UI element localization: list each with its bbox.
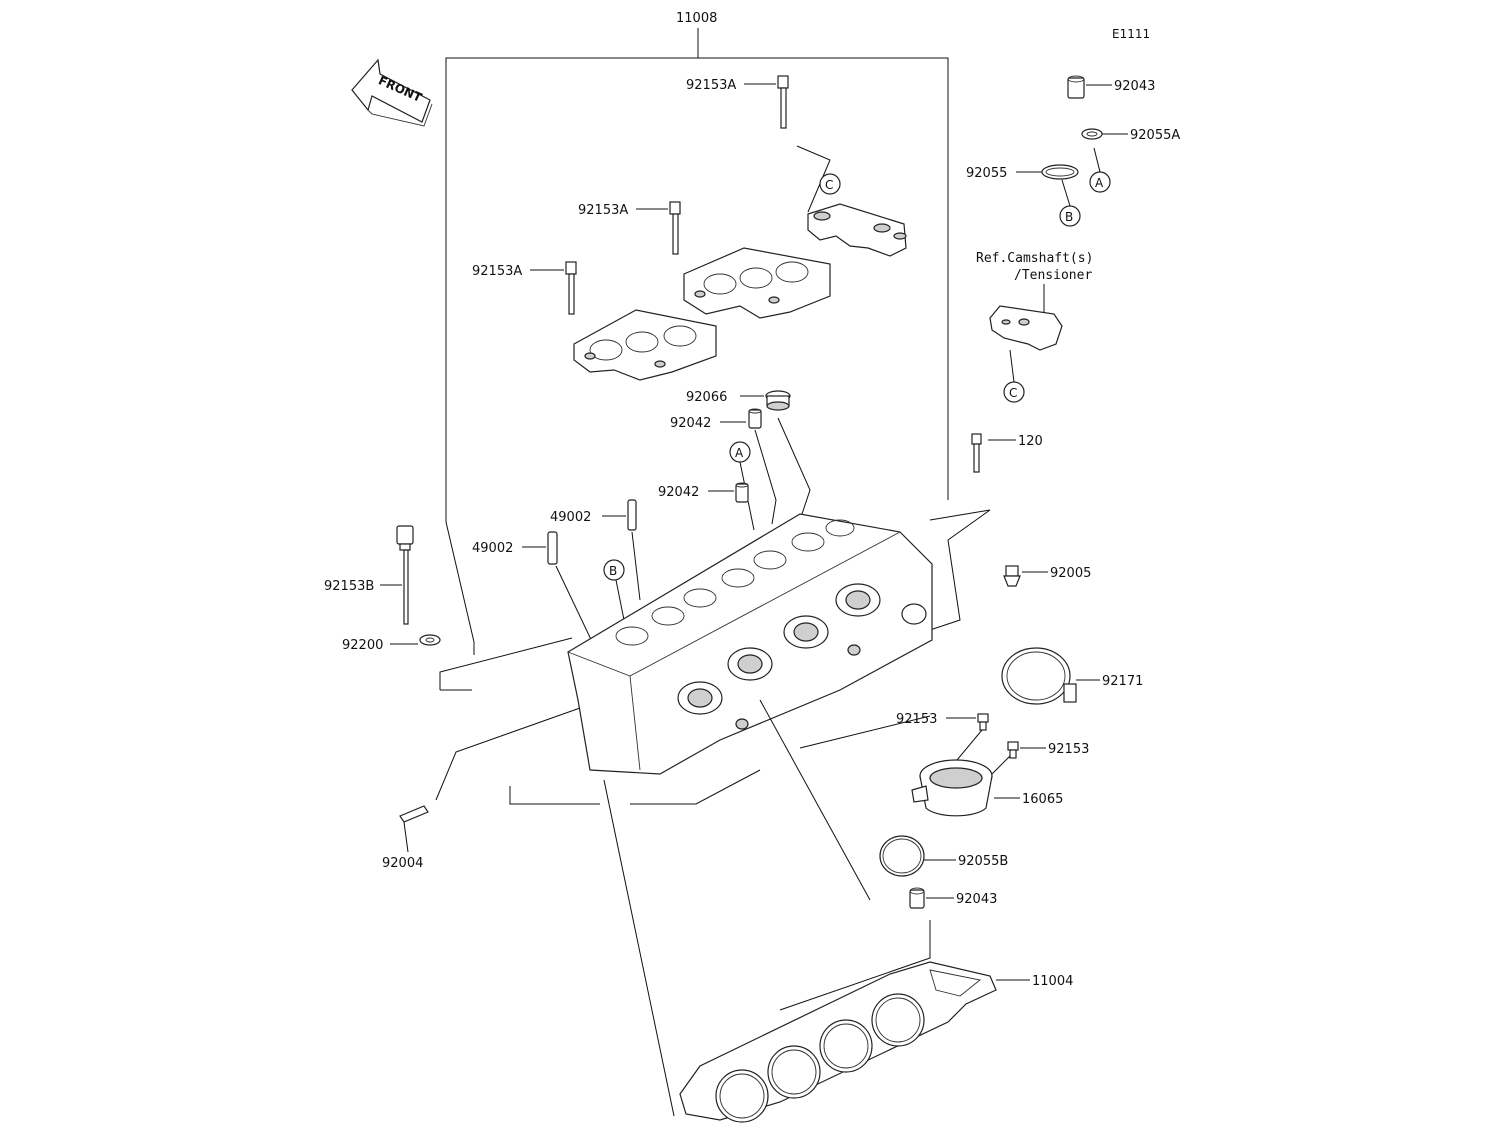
marker-b-head-letter: B [609,564,617,578]
label-92055: 92055 [966,166,1007,181]
label-120: 120 [1018,434,1043,449]
reference-note-line1: Ref.Camshaft(s) [976,251,1093,266]
dowel-92042-upper: 92042 [670,408,777,525]
dowel-92042-lower: 92042 [658,482,749,503]
reference-note-line2: /Tensioner [1014,268,1092,283]
screw-92153-right: 92153 [985,741,1089,781]
label-92005: 92005 [1050,566,1091,581]
o-ring-92055B: 92055B [879,835,1008,877]
label-92200: 92200 [342,638,383,653]
screw-92153-left: 92153 [896,712,989,767]
label-92042-1: 92042 [670,416,711,431]
bolt-92153A-top: 92153A [686,75,831,213]
label-49002-2: 49002 [472,541,513,556]
bolt-92153B: 92153B [324,525,414,625]
camshaft-cap-middle [683,247,831,319]
plug-92066: 92066 [686,390,811,521]
marker-c-lower-letter: C [1009,386,1017,400]
label-92066: 92066 [686,390,727,405]
dowel-92043-top: 92043 [1067,75,1155,99]
label-11004: 11004 [1032,974,1073,989]
label-92153A-2: 92153A [578,203,628,218]
front-arrow-icon: FRONT [351,58,433,127]
bolt-92153A-lower: 92153A [472,261,577,315]
marker-c-upper-letter: C [825,178,833,192]
head-gasket-11004: 11004 [679,961,1073,1123]
label-92153A-3: 92153A [472,264,522,279]
label-49002-1: 49002 [550,510,591,525]
label-92042-2: 92042 [658,485,699,500]
valve-guide-49002-upper: 49002 [550,499,641,601]
bolt-92153A-middle: 92153A [578,201,681,255]
clamp-92171: 92171 [1001,647,1143,705]
marker-b-top: B [1059,179,1081,227]
marker-c-upper: C [819,173,841,195]
assembly-bracket-11008: 11008 [439,11,991,749]
label-92153-1: 92153 [896,712,937,727]
cylinder-head [567,513,933,775]
marker-a-top: A [1089,147,1111,193]
label-92043-bottom: 92043 [956,892,997,907]
fitting-92005: 92005 [1003,565,1091,587]
marker-b-top-letter: B [1065,210,1073,224]
label-11008: 11008 [676,11,717,26]
valve-guide-49002-lower: 49002 [472,531,597,651]
camshaft-cap-upper [807,203,907,257]
marker-a-top-letter: A [1095,176,1104,190]
label-92153B: 92153B [324,579,374,594]
camshaft-cap-lower [573,309,717,381]
label-92004: 92004 [382,856,423,871]
label-92171: 92171 [1102,674,1143,689]
label-92153-2: 92153 [1048,742,1089,757]
label-92043-top: 92043 [1114,79,1155,94]
label-92055A: 92055A [1130,128,1180,143]
marker-a-head-letter: A [735,446,744,460]
label-16065: 16065 [1022,792,1063,807]
washer-92200: 92200 [342,634,441,653]
holder-16065: 16065 [911,759,1063,817]
camshaft-tensioner-reference: Ref.Camshaft(s) /Tensioner [976,251,1093,351]
diagram-code: E1111 [1112,27,1150,41]
label-92055B: 92055B [958,854,1008,869]
marker-c-lower: C [1003,349,1025,403]
o-ring-92055A: 92055A [1081,128,1180,143]
o-ring-92055: 92055 [966,164,1079,181]
dowel-92043-bottom: 92043 [779,887,997,1011]
label-92153A-1: 92153A [686,78,736,93]
bolt-120: 120 [971,433,1043,473]
stud-92004: 92004 [382,805,429,871]
